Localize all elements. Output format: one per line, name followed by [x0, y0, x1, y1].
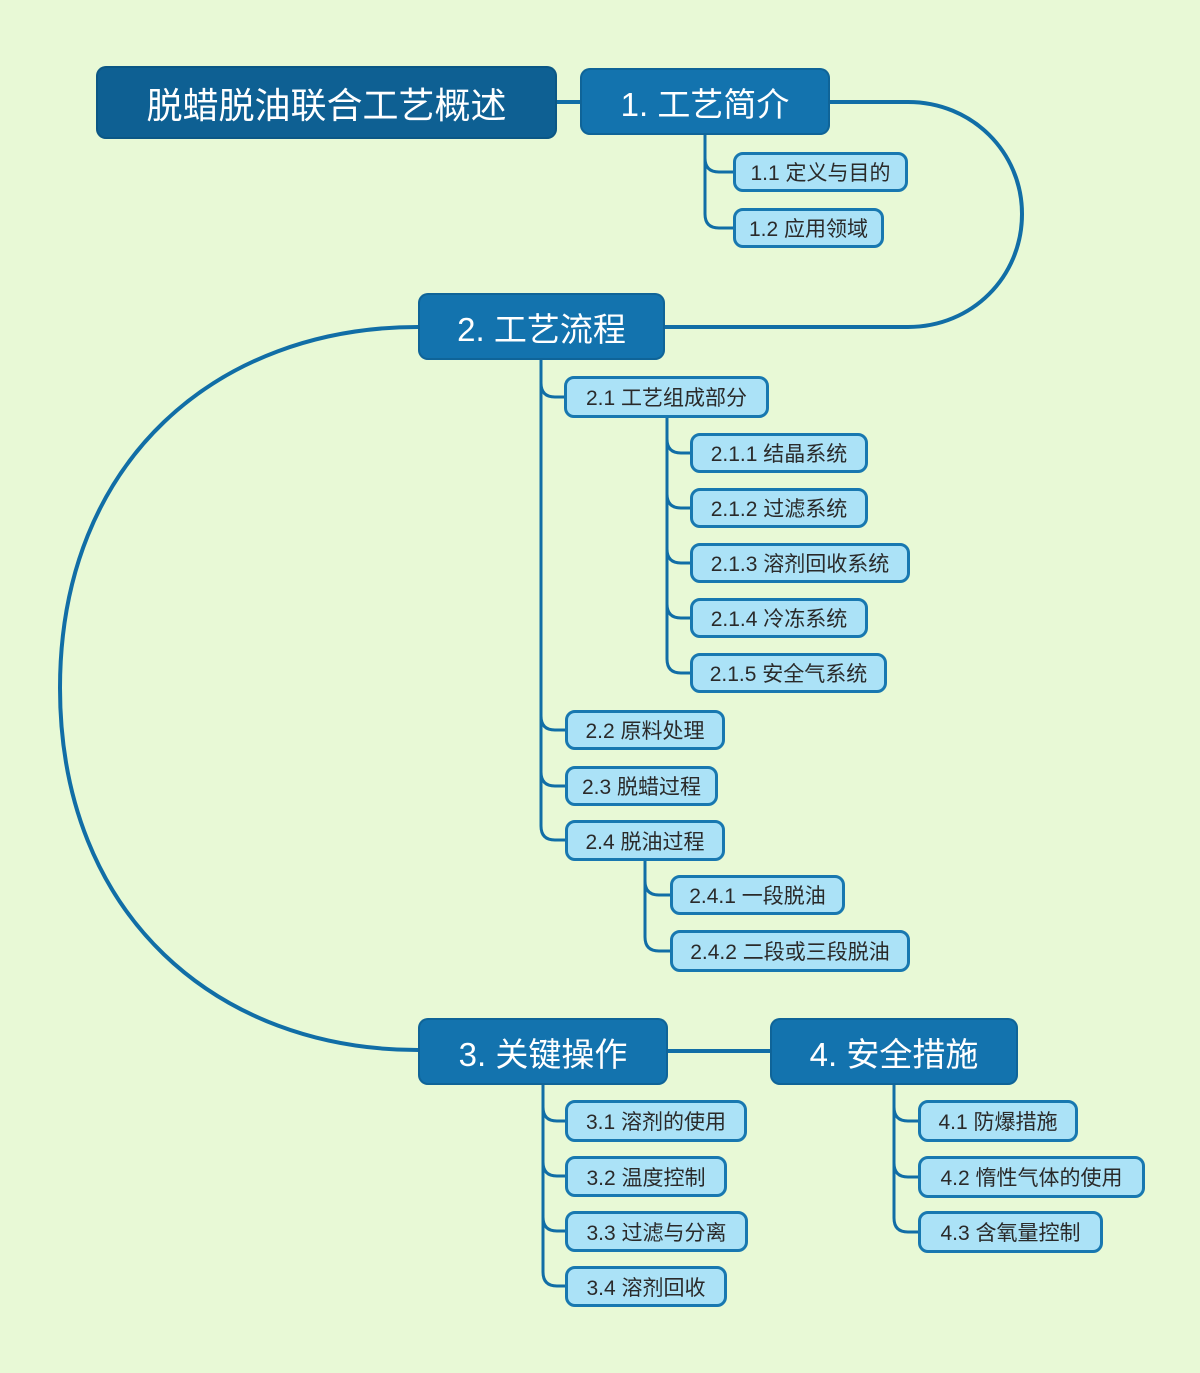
topic-node-4[interactable]: 4. 安全措施 — [770, 1018, 1018, 1085]
elbow-2-2 — [539, 714, 567, 732]
subtopic-node-3-4[interactable]: 3.4 溶剂回收 — [565, 1266, 727, 1307]
subtopic-node-3-2[interactable]: 3.2 温度控制 — [565, 1156, 727, 1197]
trunk-topic3 — [541, 1083, 567, 1288]
elbow-2-1-1 — [665, 437, 692, 455]
elbow-2-1-4 — [665, 602, 692, 620]
subtopic-node-2-1-1[interactable]: 2.1.1 结晶系统 — [690, 433, 868, 473]
trunk-topic2 — [539, 358, 567, 842]
trunk-2-1 — [665, 416, 692, 675]
subtopic-node-1-1[interactable]: 1.1 定义与目的 — [733, 152, 908, 192]
elbow-4-2 — [892, 1161, 920, 1179]
subtopic-node-2-1-5[interactable]: 2.1.5 安全气系统 — [690, 653, 887, 693]
trunk-topic1 — [703, 133, 735, 230]
root-node[interactable]: 脱蜡脱油联合工艺概述 — [96, 66, 557, 139]
elbow-2-1 — [539, 381, 566, 399]
trunk-2-4 — [643, 859, 672, 953]
subtopic-node-2-1-2[interactable]: 2.1.2 过滤系统 — [690, 488, 868, 528]
elbow-3-1 — [541, 1105, 567, 1123]
subtopic-node-2-1-4[interactable]: 2.1.4 冷冻系统 — [690, 598, 868, 638]
subtopic-node-2-1[interactable]: 2.1 工艺组成部分 — [564, 376, 769, 418]
subtopic-node-2-4-1[interactable]: 2.4.1 一段脱油 — [670, 875, 845, 915]
topic-node-2[interactable]: 2. 工艺流程 — [418, 293, 665, 360]
subtopic-node-4-3[interactable]: 4.3 含氧量控制 — [918, 1211, 1103, 1253]
elbow-1-1 — [703, 156, 735, 174]
elbow-3-3 — [541, 1215, 567, 1233]
connector-topic2-to-topic3 — [57, 325, 420, 1052]
subtopic-node-3-1[interactable]: 3.1 溶剂的使用 — [565, 1100, 747, 1142]
subtopic-node-2-4-2[interactable]: 2.4.2 二段或三段脱油 — [670, 930, 910, 972]
elbow-2-3 — [539, 770, 567, 788]
elbow-3-2 — [541, 1160, 567, 1178]
elbow-2-1-3 — [665, 547, 692, 565]
subtopic-node-1-2[interactable]: 1.2 应用领域 — [733, 208, 884, 248]
topic-node-3[interactable]: 3. 关键操作 — [418, 1018, 668, 1085]
subtopic-node-2-1-3[interactable]: 2.1.3 溶剂回收系统 — [690, 543, 910, 583]
subtopic-node-3-3[interactable]: 3.3 过滤与分离 — [565, 1211, 748, 1252]
subtopic-node-2-3[interactable]: 2.3 脱蜡过程 — [565, 766, 718, 806]
subtopic-node-2-4[interactable]: 2.4 脱油过程 — [565, 820, 725, 861]
subtopic-node-2-2[interactable]: 2.2 原料处理 — [565, 710, 725, 750]
subtopic-node-4-1[interactable]: 4.1 防爆措施 — [918, 1100, 1078, 1142]
trunk-topic4 — [892, 1083, 920, 1234]
elbow-2-4-1 — [643, 879, 672, 897]
topic-node-1[interactable]: 1. 工艺简介 — [580, 68, 830, 135]
subtopic-node-4-2[interactable]: 4.2 惰性气体的使用 — [918, 1156, 1145, 1198]
elbow-2-1-2 — [665, 492, 692, 510]
elbow-4-1 — [892, 1105, 920, 1123]
